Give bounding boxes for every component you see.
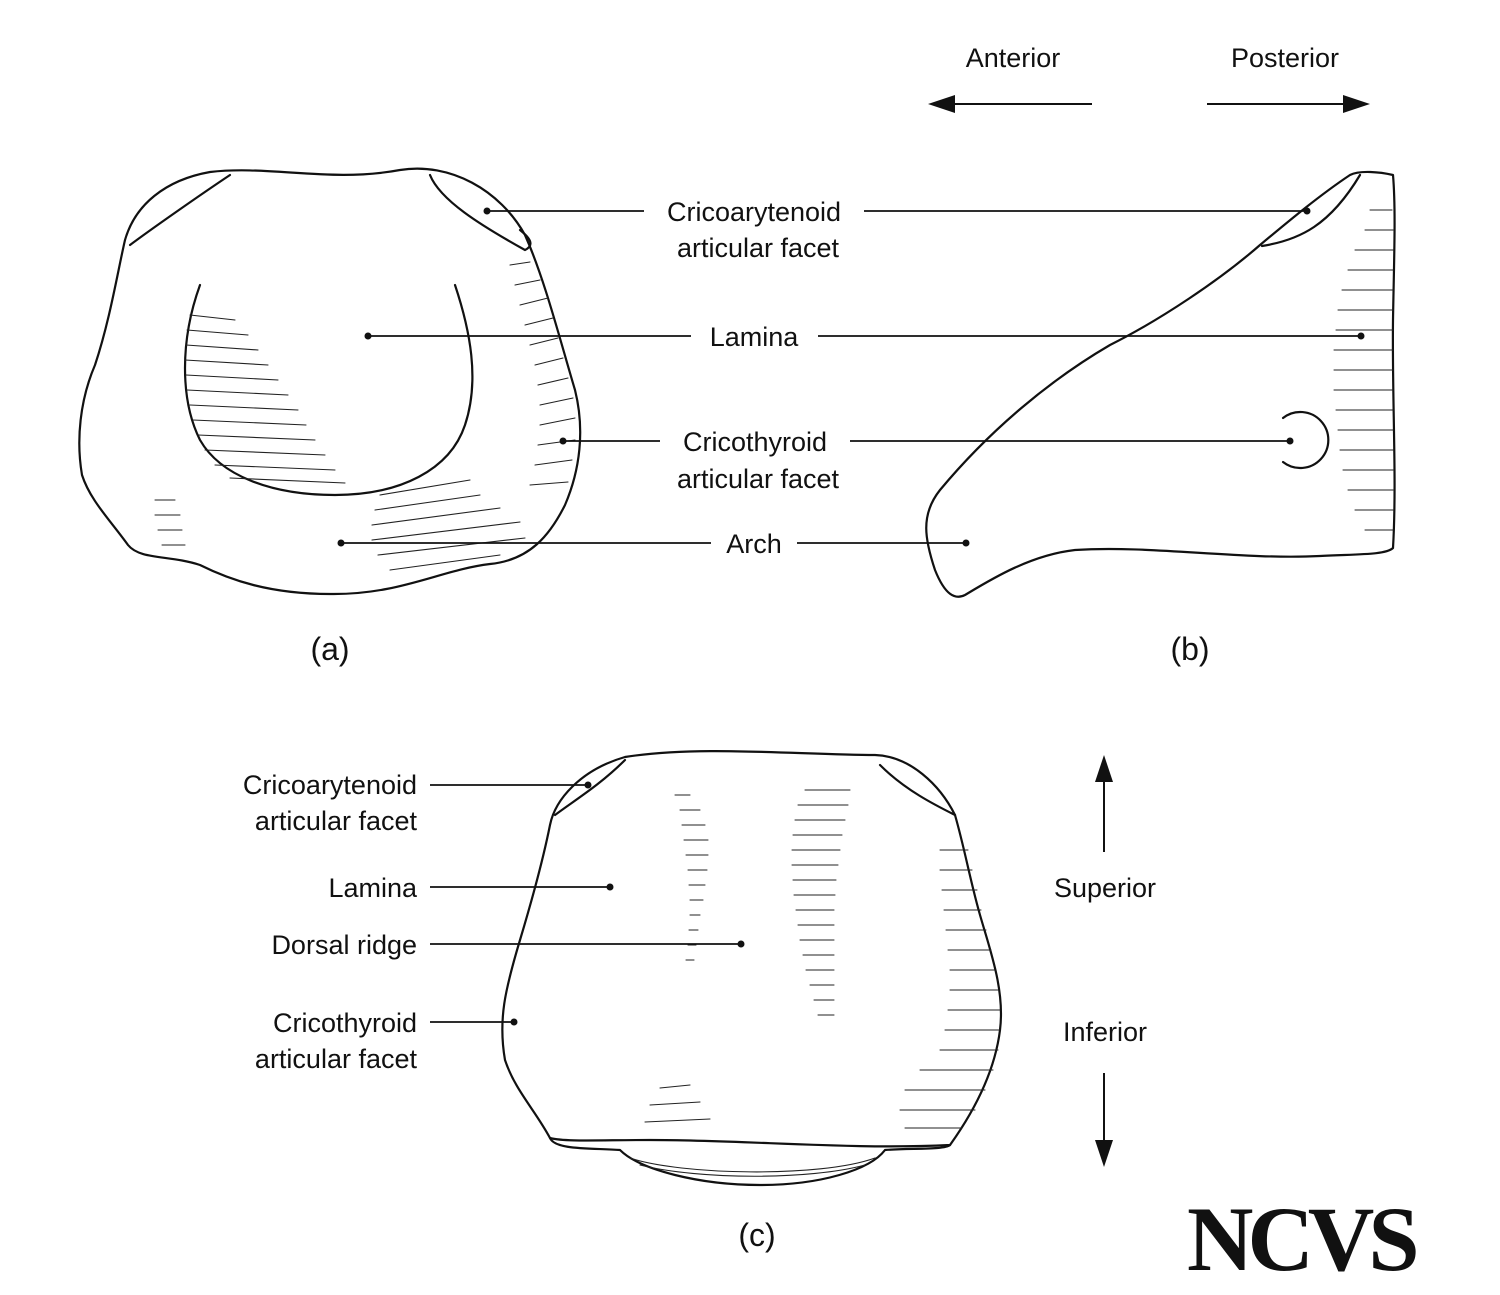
posterior-label: Posterior — [1231, 43, 1339, 73]
leader-lamina-c — [430, 883, 614, 891]
anterior-label: Anterior — [966, 43, 1061, 73]
label-lamina-c: Lamina — [328, 873, 418, 903]
label-cricothyroid-c-line2: articular facet — [255, 1044, 418, 1074]
label-cricothyroid-ab-line1: Cricothyroid — [683, 427, 827, 457]
anterior-arrow — [928, 95, 1092, 113]
figure-a-cricoid-view — [78, 167, 582, 596]
posterior-arrow — [1207, 95, 1370, 113]
inferior-label: Inferior — [1063, 1017, 1147, 1047]
caption-b: (b) — [1170, 631, 1209, 667]
superior-arrow — [1095, 755, 1113, 852]
label-cricoarytenoid-ab-line2: articular facet — [677, 233, 840, 263]
figure-b-cricoid-lateral-view — [925, 170, 1396, 598]
leader-cricoarytenoid-ab — [483, 207, 1311, 215]
caption-c: (c) — [738, 1217, 775, 1253]
label-cricoarytenoid-c-line1: Cricoarytenoid — [243, 770, 417, 800]
label-cricoarytenoid-c-line2: articular facet — [255, 806, 418, 836]
superior-label: Superior — [1054, 873, 1156, 903]
label-cricothyroid-c-line1: Cricothyroid — [273, 1008, 417, 1038]
label-arch-ab: Arch — [726, 529, 782, 559]
figure-c-cricoid-posterior-view — [501, 749, 1002, 1187]
leader-arch-ab — [337, 539, 970, 547]
leader-cricothyroid-ab — [559, 437, 1294, 445]
label-dorsal-ridge-c: Dorsal ridge — [271, 930, 417, 960]
caption-a: (a) — [310, 631, 349, 667]
leader-cricoarytenoid-c — [430, 781, 592, 789]
inferior-arrow — [1095, 1073, 1113, 1167]
label-lamina-ab: Lamina — [710, 322, 800, 352]
ncvs-logo: NCVS — [1187, 1188, 1416, 1290]
label-cricothyroid-ab-line2: articular facet — [677, 464, 840, 494]
label-cricoarytenoid-ab-line1: Cricoarytenoid — [667, 197, 841, 227]
leader-lamina-ab — [364, 332, 1365, 340]
leader-cricothyroid-c — [430, 1018, 518, 1026]
leader-dorsal-ridge-c — [430, 940, 745, 948]
